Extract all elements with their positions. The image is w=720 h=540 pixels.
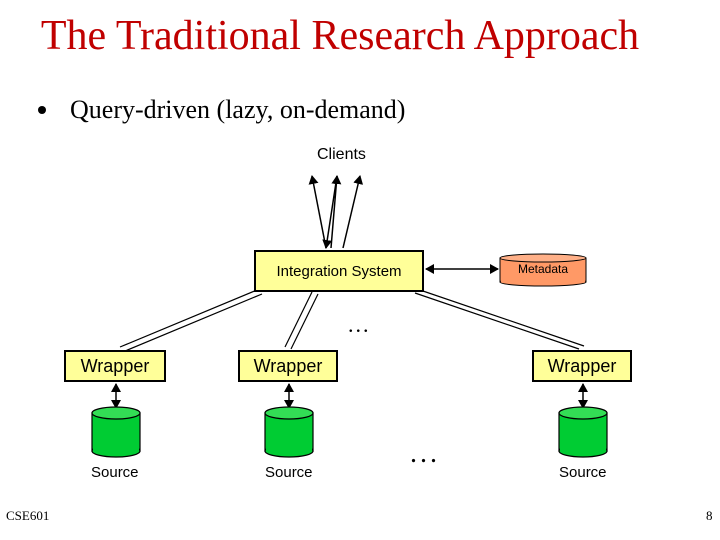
source-db-icon-2 (264, 406, 314, 458)
slide-title: The Traditional Research Approach (40, 13, 640, 59)
bullet-icon (38, 106, 46, 114)
integration-system-label: Integration System (276, 262, 402, 280)
wrapper-box-3: Wrapper (532, 350, 632, 382)
metadata-label: Metadata (517, 262, 569, 276)
client-arrows (308, 175, 364, 249)
wrapper-ellipsis: ... (348, 312, 371, 337)
wrapper-box-2: Wrapper (238, 350, 338, 382)
bullet-text: Query-driven (lazy, on-demand) (70, 95, 406, 124)
source-db-icon-1 (91, 406, 141, 458)
source-label-3: Source (559, 464, 607, 481)
metadata-cylinder-icon (499, 253, 587, 287)
page-number: 8 (706, 508, 713, 523)
integration-system-box: Integration System (254, 250, 424, 292)
source-ellipsis: ... (410, 438, 440, 469)
source-db-icon-3 (558, 406, 608, 458)
integration-wrapper-links (119, 289, 585, 352)
wrapper-label: Wrapper (253, 355, 323, 376)
source-label-1: Source (91, 464, 139, 481)
footer-course-code: CSE601 (6, 508, 50, 523)
wrapper-label: Wrapper (80, 355, 150, 376)
wrapper-source-arrows (111, 383, 588, 409)
clients-label: Clients (317, 146, 366, 163)
wrapper-box-1: Wrapper (64, 350, 166, 382)
source-label-2: Source (265, 464, 313, 481)
wrapper-label: Wrapper (547, 355, 617, 376)
